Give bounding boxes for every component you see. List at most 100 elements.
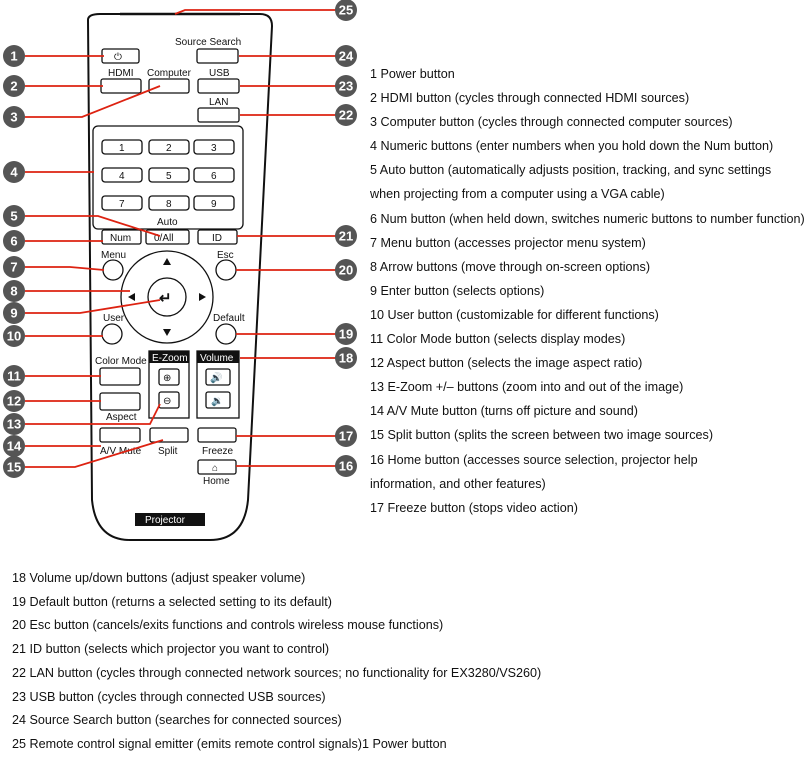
esc-label: Esc bbox=[217, 250, 234, 261]
callout-number: 25 bbox=[339, 3, 353, 18]
usb-label: USB bbox=[209, 68, 230, 79]
numeric-key-label: 8 bbox=[166, 199, 172, 210]
computer-label: Computer bbox=[147, 68, 192, 79]
callout-16: 16 bbox=[335, 455, 357, 477]
zoom-in-icon: ⊕ bbox=[163, 373, 171, 384]
volume-up-button[interactable] bbox=[205, 368, 231, 386]
callout-12: 12 bbox=[3, 390, 25, 412]
callout-10: 10 bbox=[3, 325, 25, 347]
user-label: User bbox=[103, 313, 125, 324]
numeric-key-label: 6 bbox=[211, 171, 217, 182]
numeric-key-2[interactable] bbox=[148, 139, 190, 155]
usb-button[interactable] bbox=[197, 78, 240, 94]
description-line: 15 Split button (splits the screen betwe… bbox=[370, 428, 714, 443]
description-line: 18 Volume up/down buttons (adjust speake… bbox=[12, 571, 306, 585]
av-mute-button[interactable] bbox=[99, 427, 141, 443]
home-label: Home bbox=[203, 476, 230, 487]
description-line: 1 Power button bbox=[370, 67, 455, 81]
numeric-key-3[interactable] bbox=[193, 139, 235, 155]
numeric-key-label: 9 bbox=[211, 199, 217, 210]
description-line: 16 Home button (accesses source selectio… bbox=[370, 452, 698, 467]
callout-number: 3 bbox=[10, 110, 17, 125]
volume-frame bbox=[196, 350, 240, 419]
numeric-key-9[interactable] bbox=[193, 195, 235, 211]
callout-9: 9 bbox=[3, 302, 25, 324]
description-line: 20 Esc button (cancels/exits functions a… bbox=[12, 618, 444, 633]
callout-number: 16 bbox=[339, 459, 353, 474]
aspect-button[interactable] bbox=[99, 392, 141, 411]
callout-number: 2 bbox=[10, 79, 17, 94]
source-search-button[interactable] bbox=[196, 48, 239, 64]
volume-down-button[interactable] bbox=[205, 391, 231, 409]
arrow-down-icon[interactable] bbox=[163, 329, 171, 336]
default-label: Default bbox=[213, 313, 245, 324]
home-icon: ⌂ bbox=[212, 463, 218, 474]
numeric-key-label: 5 bbox=[166, 171, 172, 182]
callout-13: 13 bbox=[3, 413, 25, 435]
numeric-key-1[interactable] bbox=[101, 139, 143, 155]
arrow-right-icon[interactable] bbox=[199, 293, 206, 301]
id-button[interactable] bbox=[197, 229, 238, 245]
numeric-key-label: 2 bbox=[166, 143, 172, 154]
callout-number: 6 bbox=[10, 234, 17, 249]
freeze-button[interactable] bbox=[197, 427, 237, 443]
numeric-key-7[interactable] bbox=[101, 195, 143, 211]
esc-button[interactable] bbox=[215, 259, 237, 281]
description-line: information, and other features) bbox=[370, 476, 546, 491]
arrow-up-icon[interactable] bbox=[163, 258, 171, 265]
callout-15: 15 bbox=[3, 456, 25, 478]
description-line: 4 Numeric buttons (enter numbers when yo… bbox=[370, 139, 774, 154]
lan-label: LAN bbox=[209, 97, 228, 108]
default-button[interactable] bbox=[215, 323, 237, 345]
callout-21: 21 bbox=[335, 225, 357, 247]
callout-number: 22 bbox=[339, 108, 353, 123]
description-line: 9 Enter button (selects options) bbox=[370, 283, 545, 298]
callout-number: 15 bbox=[7, 460, 21, 475]
numeric-key-6[interactable] bbox=[193, 167, 235, 183]
description-line: 11 Color Mode button (selects display mo… bbox=[370, 332, 626, 347]
callout-number: 11 bbox=[7, 369, 21, 384]
power-icon: ⏻ bbox=[114, 52, 122, 63]
hdmi-button[interactable] bbox=[100, 78, 142, 94]
zoom-out-icon: ⊖ bbox=[163, 396, 171, 407]
numeric-key-5[interactable] bbox=[148, 167, 190, 183]
auto-label: Auto bbox=[157, 217, 178, 228]
arrow-left-icon[interactable] bbox=[128, 293, 135, 301]
description-line: 23 USB button (cycles through connected … bbox=[12, 689, 326, 704]
description-line: 25 Remote control signal emitter (emits … bbox=[12, 736, 447, 751]
callout-20: 20 bbox=[335, 259, 357, 281]
description-line: 14 A/V Mute button (turns off picture an… bbox=[370, 404, 638, 419]
ezoom-header bbox=[149, 351, 189, 363]
menu-button[interactable] bbox=[102, 259, 124, 281]
home-button[interactable] bbox=[197, 459, 237, 475]
color-mode-button[interactable] bbox=[99, 367, 141, 386]
callout-number: 4 bbox=[10, 165, 18, 180]
callout-22: 22 bbox=[335, 104, 357, 126]
numeric-pad-frame bbox=[92, 125, 244, 230]
ezoom-minus-button[interactable] bbox=[158, 391, 180, 409]
auto-button[interactable] bbox=[145, 229, 190, 245]
split-button[interactable] bbox=[149, 427, 189, 443]
user-button[interactable] bbox=[101, 323, 123, 345]
color-mode-label: Color Mode bbox=[95, 356, 147, 367]
callout-number: 17 bbox=[339, 429, 353, 444]
callout-number: 18 bbox=[339, 351, 353, 366]
description-line: 5 Auto button (automatically adjusts pos… bbox=[370, 163, 772, 178]
numeric-key-4[interactable] bbox=[101, 167, 143, 183]
volume-header bbox=[197, 351, 239, 363]
description-line: 6 Num button (when held down, switches n… bbox=[370, 211, 805, 226]
callout-number: 21 bbox=[339, 229, 353, 244]
callout-11: 11 bbox=[3, 365, 25, 387]
leader-lines bbox=[25, 9, 346, 468]
enter-button[interactable] bbox=[147, 277, 187, 317]
description-line: 13 E-Zoom +/– buttons (zoom into and out… bbox=[370, 380, 684, 395]
ezoom-plus-button[interactable] bbox=[158, 368, 180, 386]
callout-number: 7 bbox=[10, 260, 17, 275]
num-button[interactable] bbox=[101, 229, 142, 245]
computer-button[interactable] bbox=[148, 78, 190, 94]
numeric-key-8[interactable] bbox=[148, 195, 190, 211]
description-line: when projecting from a computer using a … bbox=[370, 187, 665, 202]
lan-button[interactable] bbox=[197, 107, 240, 123]
callout-number: 1 bbox=[10, 49, 17, 64]
